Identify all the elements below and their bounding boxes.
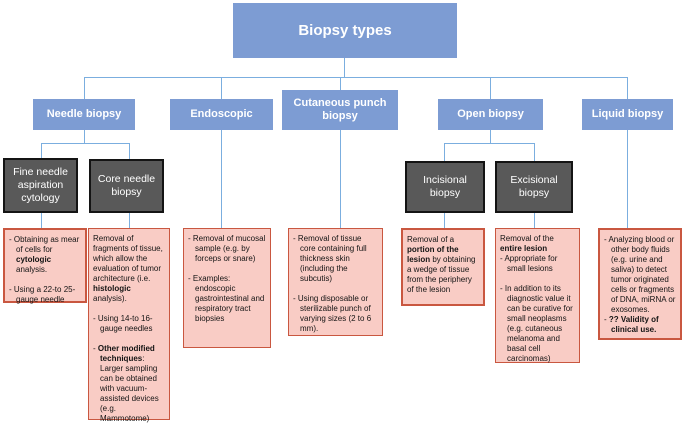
connector-drop-excisional	[534, 143, 535, 161]
connector-endoscopic-note	[221, 130, 222, 228]
note-paragraph: - In addition to its diagnostic value it…	[500, 284, 573, 363]
connector-liquid-note	[627, 130, 628, 228]
note-paragraph: Removal of a portion of the lesion by ob…	[407, 235, 476, 294]
note-paragraph: - Analyzing blood or other body fluids (…	[604, 235, 676, 314]
note-excisional-biopsy: Removal of the entire lesion- Appropriat…	[495, 228, 580, 363]
branch-node-liquid-biopsy: Liquid biopsy	[582, 99, 673, 130]
note-paragraph: - Other modified techniques: Larger samp…	[93, 344, 159, 423]
note-paragraph: - Examples: endoscopic gastrointestinal …	[188, 274, 265, 323]
connector-core-note	[129, 213, 130, 228]
category-node-incisional-biopsy: Incisional biopsy	[405, 161, 485, 213]
branch-node-label: Open biopsy	[457, 108, 524, 120]
connector-incisional-note	[444, 213, 445, 228]
connector-drop-needle	[84, 77, 85, 99]
category-node-core-needle-biopsy: Core needle biopsy	[89, 159, 164, 213]
branch-node-endoscopic: Endoscopic	[170, 99, 273, 130]
connector-needle-bar	[41, 143, 130, 144]
branch-node-open-biopsy: Open biopsy	[438, 99, 543, 130]
connector-drop-punch	[340, 77, 341, 90]
root-node-label: Biopsy types	[298, 22, 392, 39]
note-liquid-biopsy: - Analyzing blood or other body fluids (…	[598, 228, 682, 340]
connector-drop-core	[129, 143, 130, 159]
category-node-label: Incisional biopsy	[423, 174, 467, 199]
connector-top-bar	[84, 77, 627, 78]
note-paragraph: Removal of the entire lesion	[500, 234, 554, 253]
branch-node-cutaneous-punch-biopsy: Cutaneous punch biopsy	[282, 90, 398, 130]
note-paragraph: - Using 14-to 16-gauge needles	[93, 314, 153, 333]
note-paragraph: - ?? Validity of clinical use.	[604, 315, 659, 334]
connector-punch-note	[340, 130, 341, 228]
branch-node-label: Liquid biopsy	[591, 108, 664, 120]
note-cutaneous-punch-biopsy: - Removal of tissue core containing full…	[288, 228, 383, 336]
branch-node-label: Needle biopsy	[46, 108, 122, 120]
note-incisional-biopsy: Removal of a portion of the lesion by ob…	[401, 228, 485, 306]
connector-needle-stem	[84, 130, 85, 143]
connector-fna-note	[41, 213, 42, 228]
note-paragraph: - Using disposable or sterilizable punch…	[293, 294, 372, 333]
connector-drop-endoscopic	[221, 77, 222, 99]
category-node-excisional-biopsy: Excisional biopsy	[495, 161, 573, 213]
category-node-label: Fine needle aspiration cytology	[13, 166, 68, 204]
connector-open-stem	[490, 130, 491, 143]
note-endoscopic: - Removal of mucosal sample (e.g. by for…	[183, 228, 271, 348]
connector-drop-incisional	[444, 143, 445, 161]
branch-node-needle-biopsy: Needle biopsy	[33, 99, 135, 130]
category-node-label: Excisional biopsy	[510, 174, 558, 199]
note-paragraph: - Removal of tissue core containing full…	[293, 234, 367, 283]
note-paragraph: Removal of fragments of tissue, which al…	[93, 234, 163, 303]
connector-drop-fna	[41, 143, 42, 158]
category-node-label: Core needle biopsy	[97, 173, 156, 198]
note-core-needle-biopsy: Removal of fragments of tissue, which al…	[88, 228, 170, 423]
branch-node-label: Cutaneous punch biopsy	[293, 97, 387, 122]
root-node-biopsy-types: Biopsy types	[233, 3, 457, 58]
category-node-fine-needle-aspiration-cytology: Fine needle aspiration cytology	[3, 158, 78, 213]
connector-open-bar	[444, 143, 535, 144]
branch-node-label: Endoscopic	[190, 108, 253, 120]
connector-excisional-note	[534, 213, 535, 228]
note-paragraph: - Removal of mucosal sample (e.g. by for…	[188, 234, 266, 263]
note-fine-needle-aspiration: - Obtaining as mear of cells for cytolog…	[3, 228, 87, 304]
connector-drop-liquid	[627, 77, 628, 99]
note-paragraph: - Obtaining as mear of cells for cytolog…	[9, 235, 80, 274]
note-paragraph: - Using a 22-to 25-gauge needle	[9, 285, 76, 304]
note-paragraph: - Appropriate for small lesions	[500, 254, 558, 273]
connector-drop-open	[490, 77, 491, 99]
connector-title-stem	[344, 58, 345, 77]
